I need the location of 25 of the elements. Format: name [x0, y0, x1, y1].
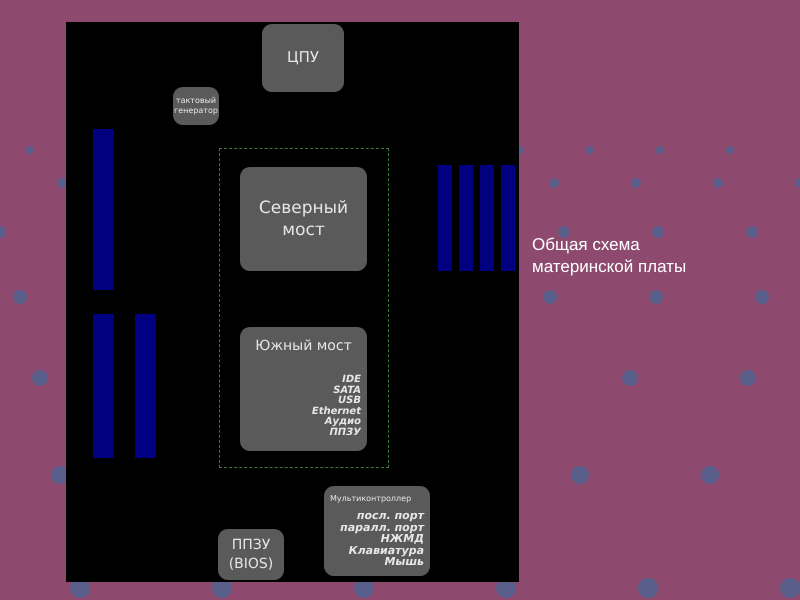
node-title: ППЗУ (BIOS) [228, 536, 274, 573]
interface-label: Аудио [324, 417, 361, 428]
chipset-area [219, 148, 389, 468]
multicontroller-box [324, 486, 430, 576]
north-bridge-box [240, 167, 367, 271]
interface-label: IDE [342, 375, 361, 386]
node-title: ЦПУ [286, 48, 320, 68]
interface-label: посл. порт [356, 510, 424, 522]
interface-label: паралл. порт [340, 522, 424, 534]
south-bridge-box [240, 327, 367, 451]
caption: Общая схема материнской платы [532, 234, 688, 278]
bios-rom-box [218, 529, 284, 580]
interface-label: Ethernet [312, 406, 361, 417]
cpu-box [262, 24, 344, 92]
interface-label: НЖМД [380, 533, 424, 545]
node-title: тактовый генератор [173, 96, 219, 116]
interface-label: ППЗУ [329, 428, 361, 438]
interface-label: SATA [333, 386, 361, 396]
clock-generator-box [173, 87, 219, 125]
node-title: Мультиконтроллер [330, 494, 412, 504]
interface-label: Клавиатура [348, 544, 424, 556]
interface-label: USB [338, 396, 361, 406]
node-title: Южный мост [255, 337, 352, 356]
node-title: Северный мост [258, 196, 350, 242]
interface-label: Мышь [384, 556, 424, 568]
